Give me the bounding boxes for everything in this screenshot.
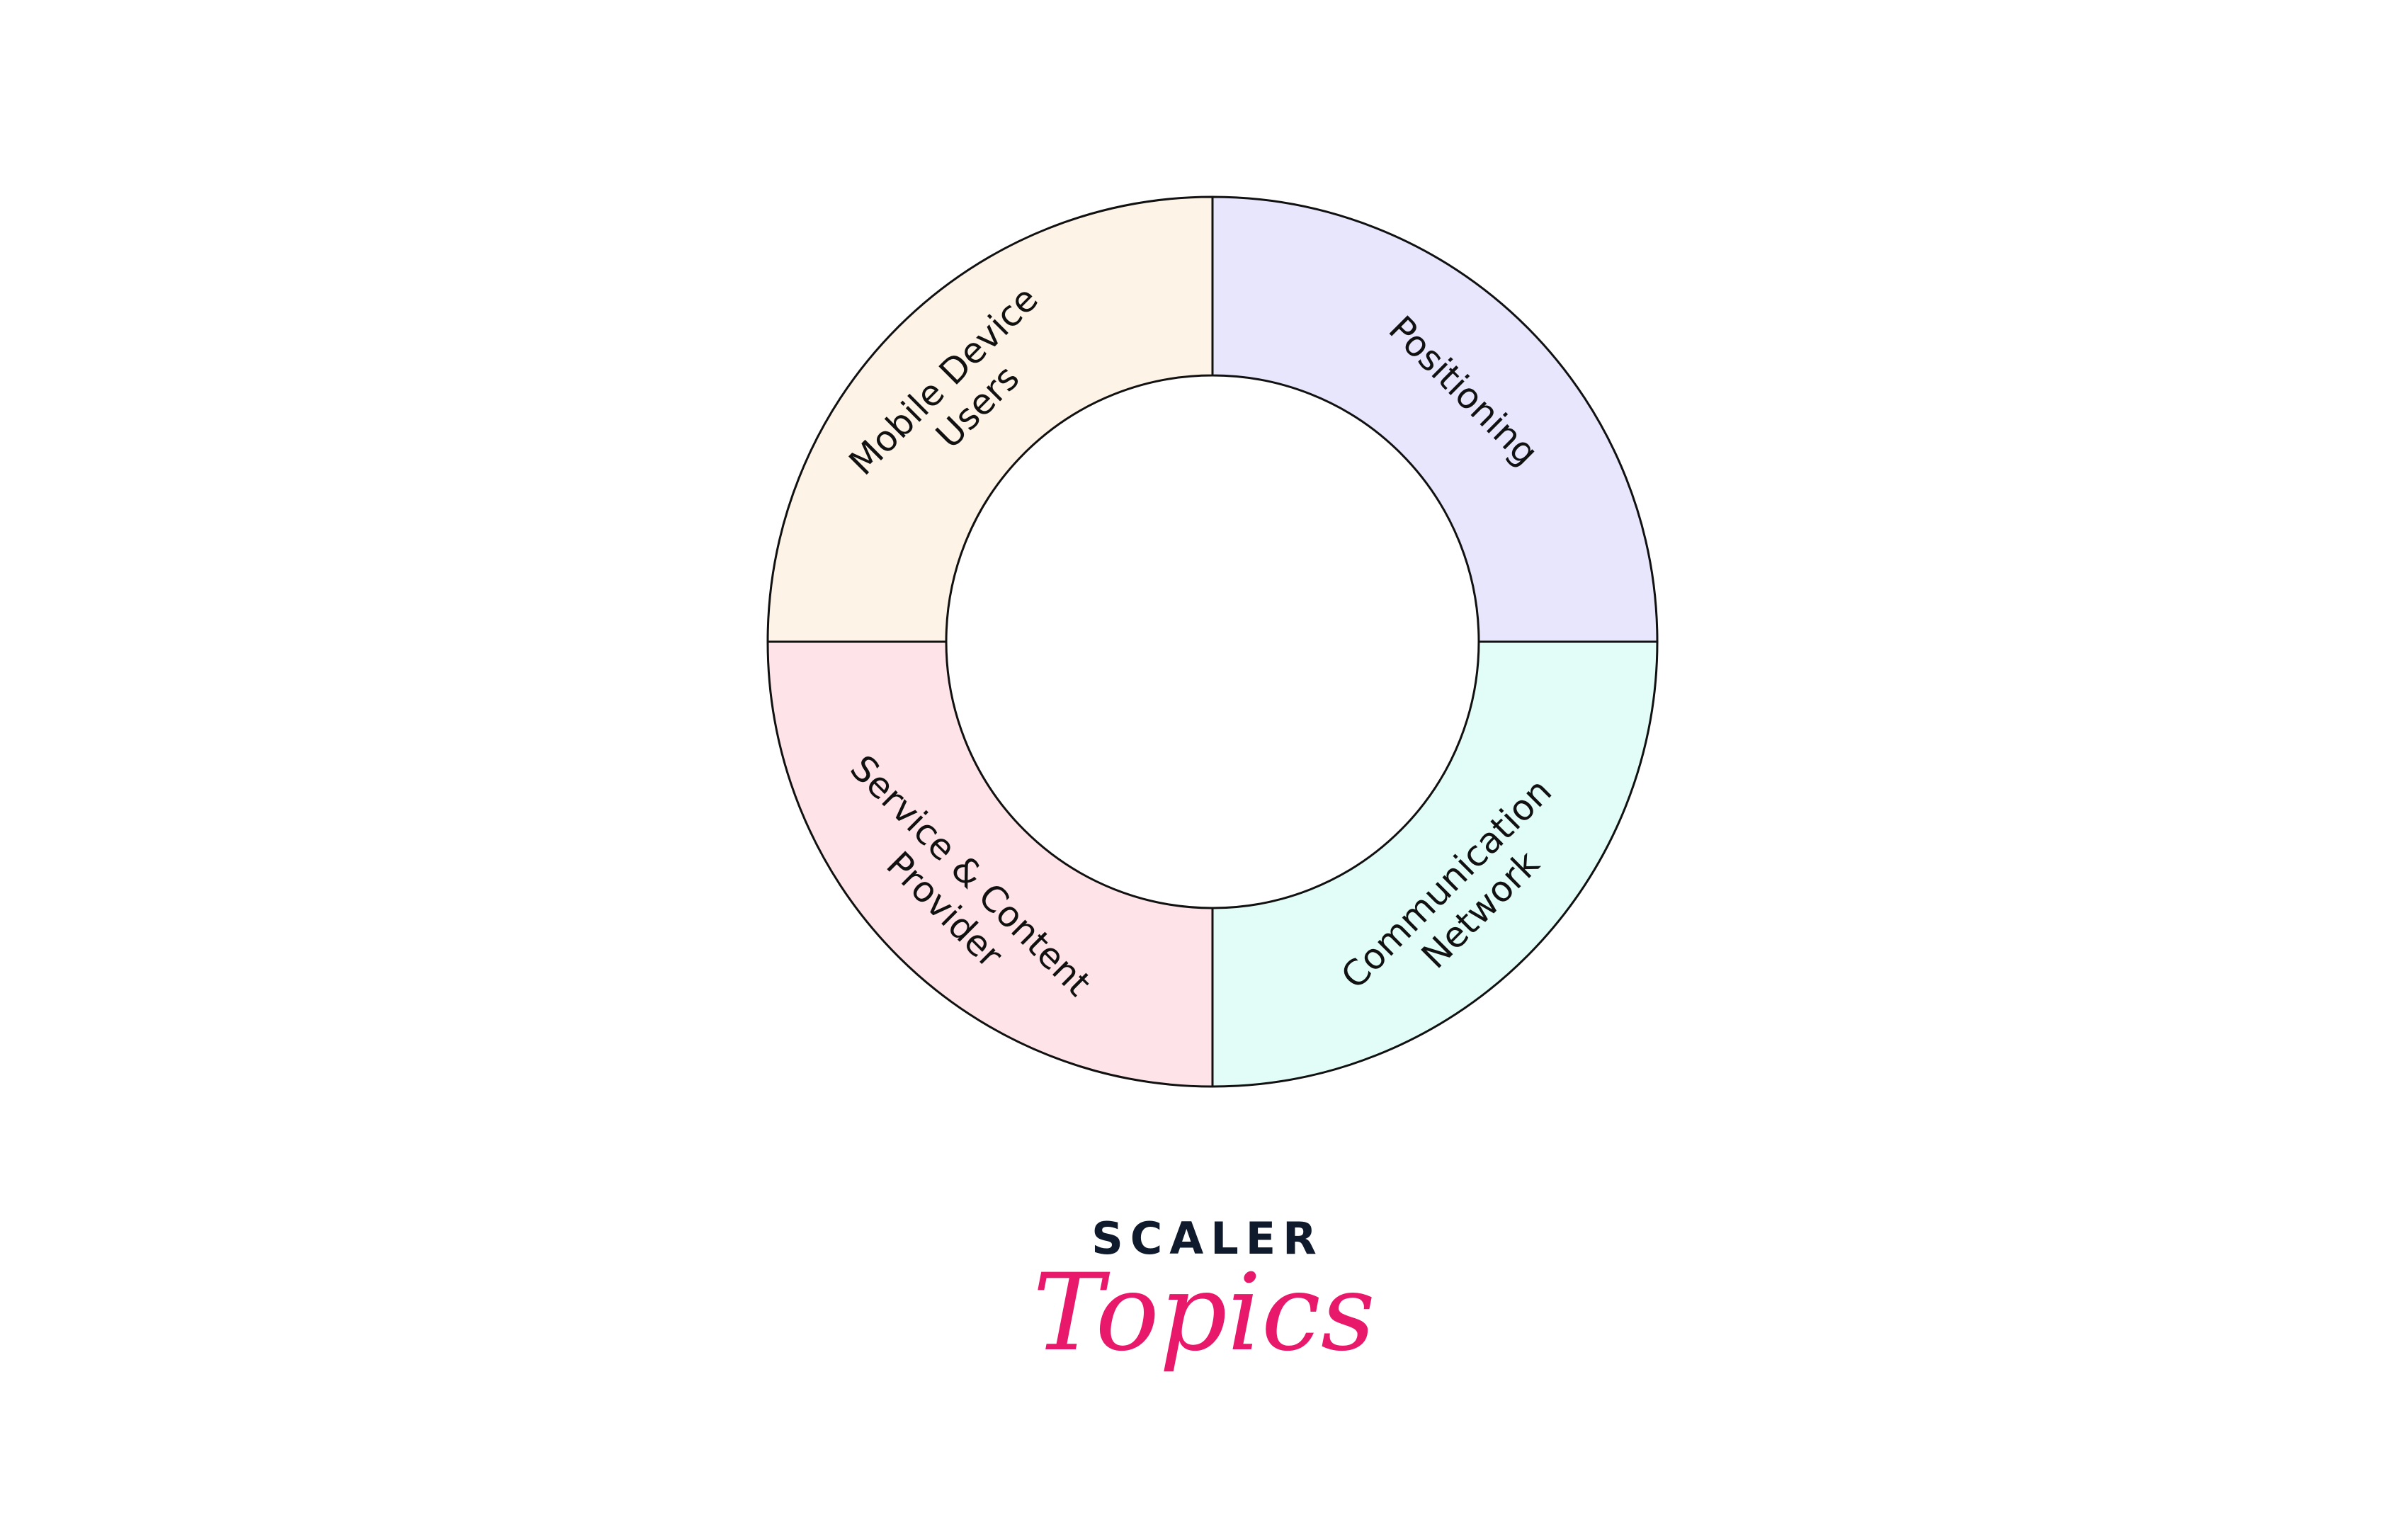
segment-service-content-provider (766, 640, 1214, 1088)
logo-brand: SCALER (1091, 1213, 1324, 1264)
segment-positioning (1211, 195, 1659, 643)
logo-sub: Topics (1033, 1252, 1375, 1375)
segment-mobile-device-users (766, 195, 1214, 643)
segment-communication-network (1211, 640, 1659, 1088)
scaler-topics-logo: SCALER Topics (1033, 1213, 1375, 1375)
